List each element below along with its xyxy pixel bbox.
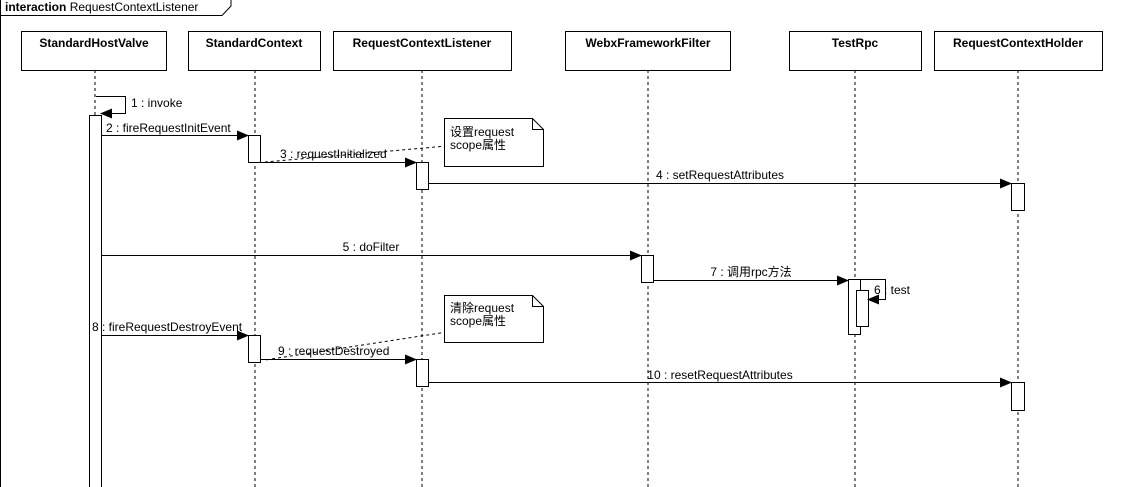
message-test[interactable]: 6 : test [860, 279, 911, 305]
activation-standard-host-valve [89, 115, 102, 487]
participant-label: WebxFrameworkFilter [585, 36, 710, 50]
note-line: scope属性 [450, 138, 506, 152]
participant-standard-context[interactable]: StandardContext [188, 31, 321, 71]
participant-request-context-listener[interactable]: RequestContextListener [333, 31, 512, 71]
message-label: 3 : requestInitialized [280, 147, 387, 161]
activations [89, 115, 1025, 487]
lifelines [94, 70, 1019, 487]
message-label: 9 : requestDestroyed [278, 344, 389, 358]
message-request-initialized[interactable]: 3 : requestInitialized [260, 147, 417, 168]
participant-label: TestRpc [832, 36, 879, 50]
message-do-filter[interactable]: 5 : doFilter [101, 240, 642, 261]
participant-label: StandardContext [206, 36, 303, 50]
activation-request-context-holder-2 [1011, 382, 1025, 411]
frame-name: RequestContextListener [70, 0, 199, 14]
message-label: 4 : setRequestAttributes [656, 168, 784, 182]
message-fire-request-destroy-event[interactable]: 8 : fireRequestDestroyEvent [92, 320, 249, 341]
activation-standard-context-2 [248, 335, 261, 363]
message-call-rpc[interactable]: 7 : 调用rpc方法 [653, 264, 849, 286]
message-label: 8 : fireRequestDestroyEvent [92, 320, 243, 334]
activation-standard-context-1 [248, 135, 261, 163]
note-line: 清除request [450, 300, 515, 315]
message-label: 2 : fireRequestInitEvent [106, 121, 231, 135]
message-label: 7 : 调用rpc方法 [710, 264, 791, 279]
participant-label: StandardHostValve [39, 36, 149, 50]
note-line: 设置request [450, 125, 515, 139]
frame-title: interaction RequestContextListener [5, 0, 198, 14]
interaction-frame: interaction RequestContextListener [0, 0, 232, 487]
note-set-request-scope: 设置request scope属性 [264, 118, 544, 167]
participant-test-rpc[interactable]: TestRpc [789, 31, 922, 71]
participant-label: RequestContextListener [353, 36, 492, 50]
participant-standard-host-valve[interactable]: StandardHostValve [21, 31, 167, 71]
note-clear-request-scope: 清除request scope属性 [264, 295, 544, 361]
note-line: scope属性 [450, 314, 506, 328]
message-label: 10 : resetRequestAttributes [647, 368, 792, 382]
message-label: 1 : invoke [131, 96, 183, 110]
message-request-destroyed[interactable]: 9 : requestDestroyed [260, 344, 417, 365]
message-label: 6 : test [874, 283, 911, 297]
message-label: 5 : doFilter [343, 240, 400, 254]
participant-request-context-holder[interactable]: RequestContextHolder [934, 31, 1103, 71]
activation-test-rpc-nested [856, 290, 869, 327]
activation-request-context-listener-1 [416, 162, 429, 190]
participant-label: RequestContextHolder [953, 36, 1083, 50]
message-reset-request-attributes[interactable]: 10 : resetRequestAttributes [428, 368, 1012, 388]
participant-webx-framework-filter[interactable]: WebxFrameworkFilter [565, 31, 731, 71]
activation-request-context-listener-2 [416, 359, 429, 387]
message-fire-request-init-event[interactable]: 2 : fireRequestInitEvent [101, 121, 249, 141]
activation-request-context-holder-1 [1011, 183, 1025, 211]
frame-keyword: interaction [5, 0, 66, 14]
message-set-request-attributes[interactable]: 4 : setRequestAttributes [428, 168, 1012, 189]
activation-webx-framework-filter [641, 255, 654, 283]
message-invoke[interactable]: 1 : invoke [96, 96, 183, 119]
